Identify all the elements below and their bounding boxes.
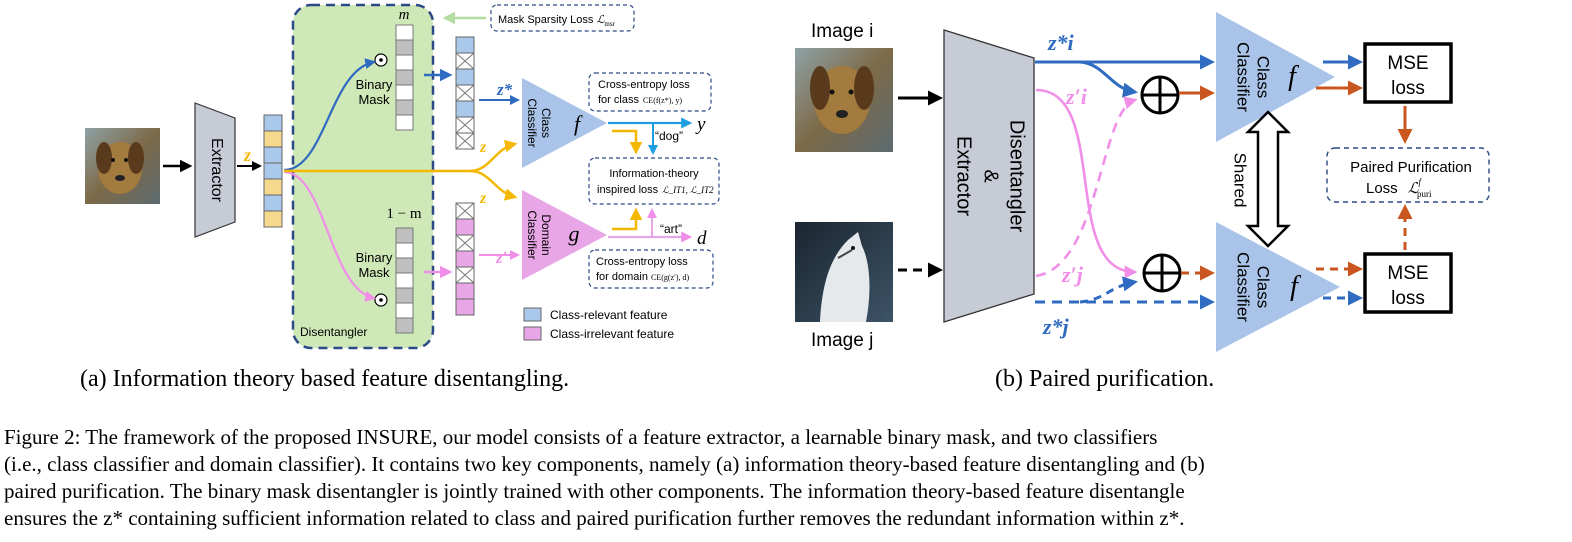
mse-loss-top-box	[1363, 42, 1453, 104]
disentangler-extractor-label-3: Extractor	[953, 136, 975, 216]
domain-classifier-label-2: Classifier	[525, 210, 539, 259]
mse-top-label: MSE	[1387, 53, 1428, 74]
z-prime-vector	[455, 202, 475, 316]
class-classifier-a	[522, 78, 607, 168]
figure-caption-line-1: Figure 2: The framework of the proposed …	[4, 425, 1158, 449]
m-label: m	[399, 7, 410, 23]
horse-photo-image-j	[795, 222, 893, 322]
arrow-zi-star-to-plus-top	[1079, 60, 1138, 98]
legend-irrelevant-label: Class-irrelevant feature	[550, 327, 674, 341]
domain-classifier-a	[522, 190, 607, 280]
image-i-label: Image i	[811, 21, 873, 42]
arrow-z-to-domain-classifier	[469, 169, 518, 201]
cross-entropy-class-text-1: Cross-entropy loss	[598, 79, 690, 91]
dog-painting-image-a	[85, 128, 160, 204]
mse-bottom-loss-label: loss	[1391, 288, 1425, 309]
figure-caption: Figure 2: The framework of the proposed …	[4, 424, 1566, 532]
class-classifier-b-bottom	[1216, 222, 1340, 352]
extractor-label-a: Extractor	[208, 138, 225, 203]
binary-mask-bottom-label-2: Mask	[358, 265, 390, 280]
z-star-vector	[455, 36, 475, 150]
class-classifier-b-bottom-label-1: Class	[1254, 266, 1273, 309]
z-feature-vector	[263, 114, 283, 228]
arrow-z-to-mask-top	[283, 58, 377, 172]
disentangler-extractor-label-2: &	[980, 169, 1002, 183]
class-classifier-b-top-label-2: Classifier	[1234, 42, 1253, 112]
mse-loss-bottom-box	[1363, 252, 1453, 314]
paired-purification-loss-box	[1326, 147, 1490, 203]
zj-star-label: z*j	[1042, 314, 1070, 339]
class-classifier-label-a-2: Classifier	[525, 98, 539, 147]
shared-double-arrow	[1244, 110, 1292, 248]
mse-top-loss-label: loss	[1391, 78, 1425, 99]
z-star-label-a: z*	[496, 80, 513, 99]
panel-b: Image i Image j Disentangler & Extractor…	[795, 12, 1490, 352]
legend-swatch-relevant	[523, 307, 542, 322]
class-classifier-b-top-label-1: Class	[1254, 56, 1273, 99]
disentangler-extractor-block	[943, 29, 1035, 323]
arrow-class-to-info-loss	[612, 129, 643, 155]
f-label-b-top: f	[1288, 61, 1299, 92]
binary-mask-top-column	[395, 24, 414, 131]
info-theory-loss-box	[588, 157, 720, 205]
figure-caption-line-4: ensures the z* containing sufficient inf…	[4, 506, 1185, 530]
binary-mask-bottom-column	[395, 227, 414, 334]
art-label: “art”	[660, 222, 682, 236]
arrow-zj-star-to-plus-bottom	[1079, 276, 1138, 304]
z-label-a: z	[243, 145, 251, 165]
domain-classifier-label-1: Domain	[539, 214, 553, 255]
binary-mask-bottom-label-1: Binary	[356, 250, 393, 265]
shared-label: Shared	[1231, 153, 1250, 208]
arrow-domain-to-info-loss	[612, 207, 643, 231]
dog-painting-image-b	[795, 48, 893, 152]
zj-prime-label: z′j	[1061, 262, 1084, 287]
binary-mask-top-label-2: Mask	[358, 92, 390, 107]
y-label: y	[695, 114, 706, 135]
disentangler-label: Disentangler	[300, 325, 367, 339]
one-minus-m-label: 1 − m	[386, 206, 421, 222]
cross-entropy-domain-box	[588, 249, 714, 289]
d-label: d	[697, 228, 707, 249]
caption-panel-a: (a) Information theory based feature dis…	[80, 366, 570, 392]
zi-star-label: z*i	[1047, 30, 1075, 55]
panel-a: Extractor z Disentangler m	[85, 3, 720, 350]
binary-mask-top-label-1: Binary	[356, 77, 393, 92]
f-label-b-bottom: f	[1290, 271, 1301, 302]
z-label-lower: z	[479, 190, 487, 207]
add-plus-top-icon	[1140, 75, 1180, 115]
disentangler-extractor-label-1: Disentangler	[1006, 120, 1028, 233]
class-classifier-b-bottom-label-2: Classifier	[1234, 252, 1253, 322]
arrow-zj-prime-to-plus-top	[1035, 96, 1138, 278]
caption-panel-b: (b) Paired purification.	[995, 366, 1215, 392]
mask-sparsity-loss-label: Mask Sparsity Loss ℒmsr	[498, 14, 616, 28]
figure-caption-line-2: (i.e., class classifier and domain class…	[4, 452, 1205, 476]
image-j-label: Image j	[811, 330, 873, 351]
info-theory-text-1: Information-theory	[609, 168, 699, 180]
mask-sparsity-loss-box	[490, 4, 635, 32]
add-plus-bottom-icon	[1142, 253, 1182, 293]
paired-purification-label-1: Paired Purification	[1350, 159, 1472, 176]
z-label-upper: z	[479, 139, 487, 156]
z-prime-label-a: z′	[495, 248, 507, 267]
class-classifier-b-top	[1216, 12, 1335, 142]
cross-entropy-class-box	[588, 72, 712, 112]
arrow-z-to-mask-bottom	[283, 170, 377, 302]
legend-swatch-irrelevant	[523, 326, 542, 341]
cross-entropy-domain-text-1: Cross-entropy loss	[596, 256, 688, 268]
extractor-block-a	[194, 102, 236, 238]
legend-relevant-label: Class-relevant feature	[550, 308, 668, 322]
dog-label: “dog”	[655, 129, 683, 143]
mse-bottom-label: MSE	[1387, 263, 1428, 284]
f-label-a: f	[574, 111, 583, 136]
arrow-zi-prime-to-plus-bottom	[1035, 88, 1138, 279]
g-label: g	[569, 221, 580, 246]
figure-caption-line-3: paired purification. The binary mask dis…	[4, 479, 1185, 503]
class-classifier-label-a-1: Class	[539, 108, 553, 138]
zi-prime-label: z′i	[1065, 84, 1088, 109]
